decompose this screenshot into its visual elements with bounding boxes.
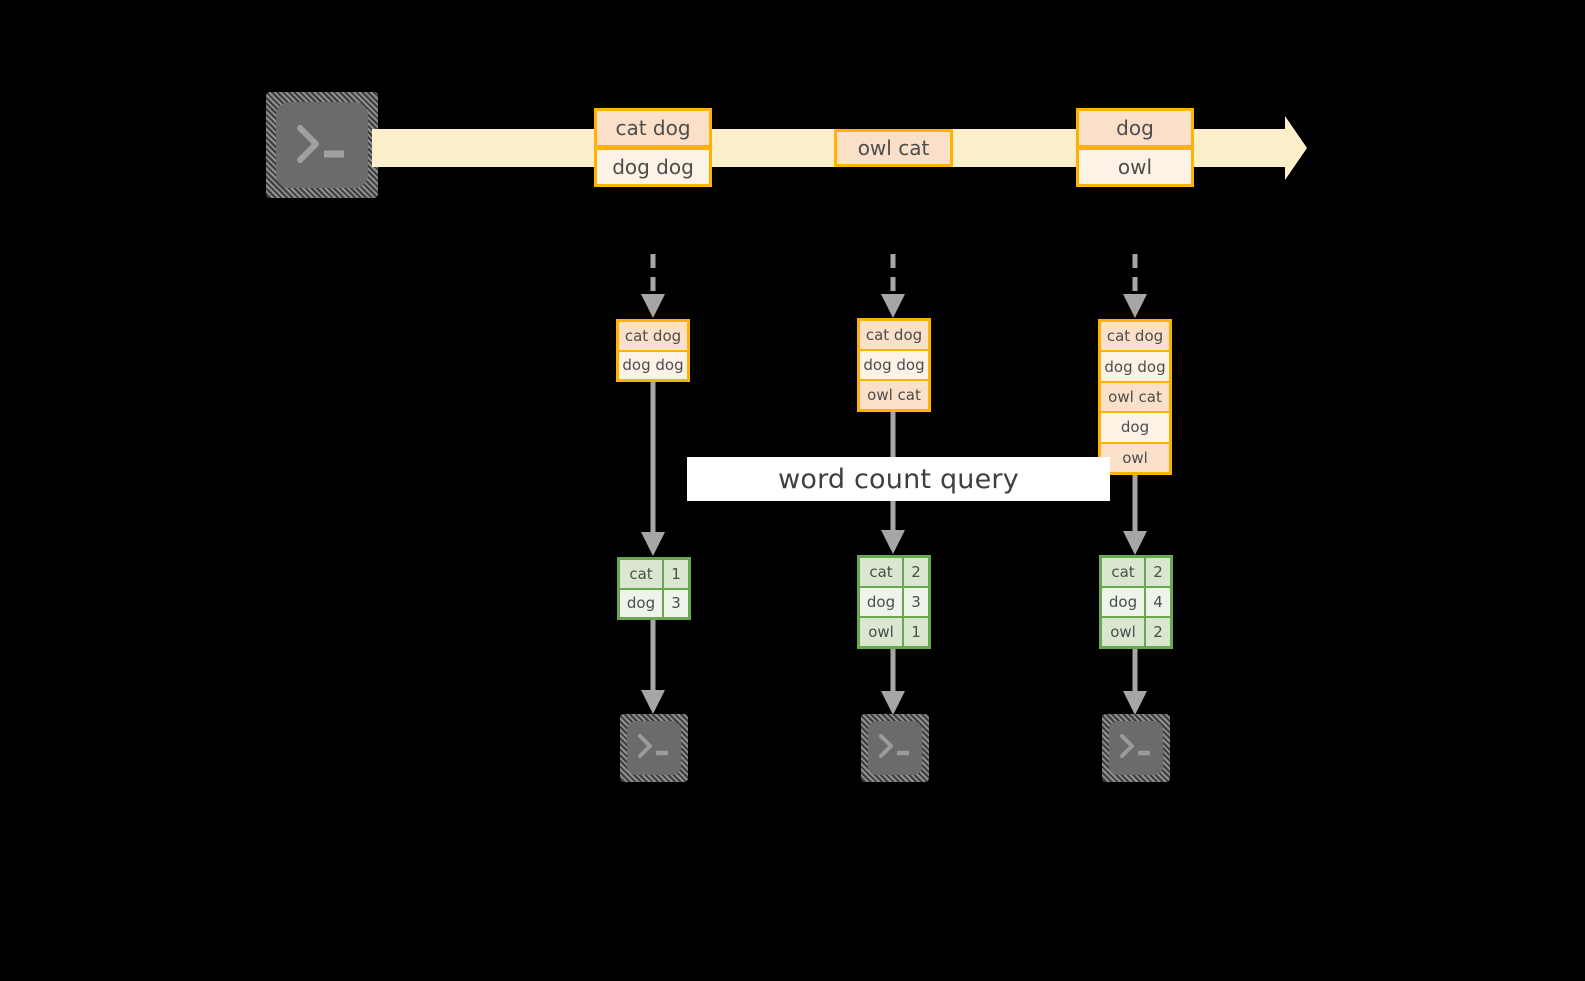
table-row: cat 1 bbox=[620, 560, 688, 590]
input-row-text: owl bbox=[1122, 448, 1148, 467]
connector-stream-to-input-1 bbox=[638, 254, 668, 322]
result-count-cell: 3 bbox=[904, 588, 928, 616]
table-row: owl 1 bbox=[860, 618, 928, 646]
result-word-cell: dog bbox=[620, 589, 664, 617]
input-row-text: dog dog bbox=[863, 356, 925, 374]
terminal-screen bbox=[276, 102, 368, 188]
input-row: owl cat bbox=[860, 381, 928, 409]
result-count-cell: 4 bbox=[1146, 588, 1170, 616]
table-row: dog 4 bbox=[1102, 588, 1170, 618]
result-word-cell: cat bbox=[1102, 558, 1146, 586]
input-row-text: cat dog bbox=[624, 326, 682, 345]
table-row: dog 3 bbox=[860, 588, 928, 618]
result-word-cell: cat bbox=[620, 560, 664, 588]
query-label-text: word count query bbox=[778, 463, 1019, 495]
connector-result-to-sink-2 bbox=[878, 649, 908, 718]
connector-input-to-result-3 bbox=[1120, 475, 1150, 559]
data-stream-arrowhead bbox=[1285, 116, 1307, 180]
terminal-prompt-glyph bbox=[620, 714, 688, 782]
connector-stream-to-input-3 bbox=[1120, 254, 1150, 322]
input-row-text: owl cat bbox=[1108, 388, 1162, 407]
stream-message-batch-1-line-1: cat dog bbox=[594, 108, 712, 148]
result-word-cell: owl bbox=[860, 618, 904, 646]
input-row: cat dog bbox=[619, 322, 687, 352]
input-row: cat dog bbox=[860, 321, 928, 351]
terminal-prompt-glyph bbox=[861, 714, 929, 782]
connector-result-to-sink-1 bbox=[638, 620, 668, 718]
input-row: owl bbox=[1101, 443, 1169, 473]
input-table-trigger-1: cat dog dog dog bbox=[616, 319, 690, 382]
result-count-cell: 1 bbox=[904, 618, 928, 646]
input-row: cat dog bbox=[1101, 322, 1169, 353]
connector-result-to-sink-3 bbox=[1120, 649, 1150, 718]
input-row: owl cat bbox=[1101, 382, 1169, 414]
table-row: owl 2 bbox=[1102, 618, 1170, 646]
stream-message-batch-2-line-1: owl cat bbox=[834, 129, 953, 167]
sink-terminal-icon-1 bbox=[620, 714, 688, 782]
result-word-cell: dog bbox=[1102, 588, 1146, 616]
sink-terminal-icon-3 bbox=[1102, 714, 1170, 782]
result-table-trigger-1: cat 1 dog 3 bbox=[617, 557, 691, 620]
result-table-trigger-2: cat 2 dog 3 owl 1 bbox=[857, 555, 931, 649]
input-row-text: cat dog bbox=[865, 326, 923, 344]
terminal-prompt-glyph bbox=[266, 92, 378, 198]
result-word-cell: cat bbox=[860, 558, 904, 586]
table-row: cat 2 bbox=[1102, 558, 1170, 588]
stream-message-batch-3-line-2: owl bbox=[1076, 147, 1194, 187]
stream-message-batch-3-line-1: dog bbox=[1076, 108, 1194, 148]
query-label: word count query bbox=[687, 457, 1110, 501]
source-terminal-icon bbox=[266, 92, 378, 198]
input-row: dog dog bbox=[1101, 352, 1169, 383]
terminal-screen bbox=[1109, 721, 1163, 775]
connector-input-to-result-1 bbox=[638, 382, 668, 560]
result-table-trigger-3: cat 2 dog 4 owl 2 bbox=[1099, 555, 1173, 649]
message-text: owl cat bbox=[857, 136, 930, 160]
result-word-cell: dog bbox=[860, 588, 904, 616]
terminal-screen bbox=[868, 721, 922, 775]
terminal-prompt-glyph bbox=[1102, 714, 1170, 782]
sink-terminal-icon-2 bbox=[861, 714, 929, 782]
input-row: dog bbox=[1101, 413, 1169, 444]
input-table-trigger-2: cat dog dog dog owl cat bbox=[857, 318, 931, 412]
result-count-cell: 2 bbox=[1146, 558, 1170, 586]
message-text: owl bbox=[1117, 155, 1153, 179]
input-row-text: dog bbox=[1120, 418, 1150, 437]
input-row: dog dog bbox=[860, 351, 928, 381]
connector-stream-to-input-2 bbox=[878, 254, 908, 322]
table-row: cat 2 bbox=[860, 558, 928, 588]
input-row-text: dog dog bbox=[1104, 357, 1166, 376]
input-row-text: dog dog bbox=[622, 356, 684, 375]
input-row-text: owl cat bbox=[867, 386, 921, 404]
message-text: dog bbox=[1116, 116, 1154, 140]
stream-message-batch-1-line-2: dog dog bbox=[594, 147, 712, 187]
result-count-cell: 1 bbox=[664, 560, 688, 588]
input-table-trigger-3: cat dog dog dog owl cat dog owl bbox=[1098, 319, 1172, 475]
result-count-cell: 3 bbox=[664, 589, 688, 617]
message-text: dog dog bbox=[612, 155, 694, 179]
terminal-screen bbox=[627, 721, 681, 775]
message-text: cat dog bbox=[615, 116, 691, 140]
input-row-text: cat dog bbox=[1106, 327, 1164, 346]
result-word-cell: owl bbox=[1102, 618, 1146, 646]
input-row: dog dog bbox=[619, 351, 687, 379]
result-count-cell: 2 bbox=[1146, 618, 1170, 646]
result-count-cell: 2 bbox=[904, 558, 928, 586]
table-row: dog 3 bbox=[620, 589, 688, 617]
